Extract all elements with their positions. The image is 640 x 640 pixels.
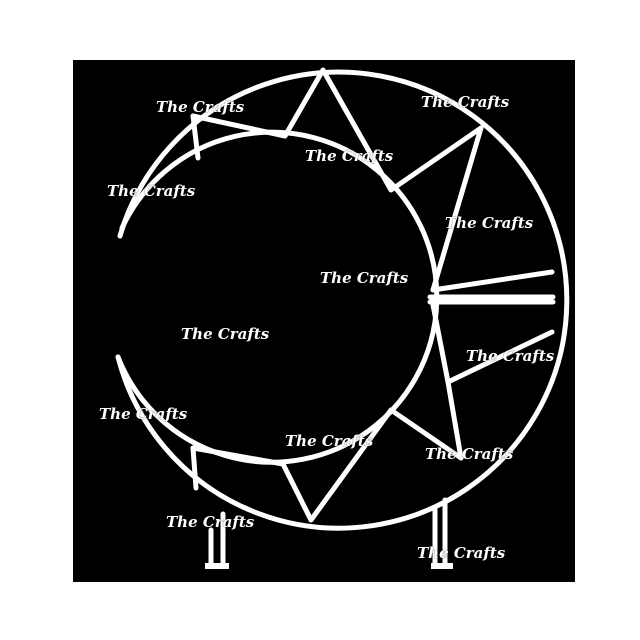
moon-arch-frame [115,67,570,569]
strut-right-1 [430,125,555,293]
strut-top-1 [190,113,201,161]
strut-bottom-3 [190,445,199,491]
strut-bottom-1 [388,407,464,461]
foot-left [205,563,229,569]
watermark-text: The Crafts [417,544,506,562]
watermark-text: The Crafts [421,93,510,111]
watermark-text: The Crafts [181,325,270,343]
watermark-text: The Crafts [425,445,514,463]
watermark-text: The Crafts [285,432,374,450]
foot-right [431,563,453,569]
strut-top-2 [190,67,484,193]
watermark-text: The Crafts [99,405,188,423]
watermark-text: The Crafts [305,147,394,165]
outer-arc [115,69,570,531]
watermark-text: The Crafts [320,269,409,287]
watermark-text: The Crafts [156,98,245,116]
watermark-text: The Crafts [166,513,255,531]
strut-right-2 [430,302,555,385]
strut-bottom-2 [190,407,394,523]
watermark-text: The Crafts [107,182,196,200]
product-photo: The Crafts The Crafts The Crafts The Cra… [73,60,575,582]
watermark-text: The Crafts [445,214,534,232]
watermark-text: The Crafts [466,347,555,365]
strut-right-3 [445,379,464,461]
